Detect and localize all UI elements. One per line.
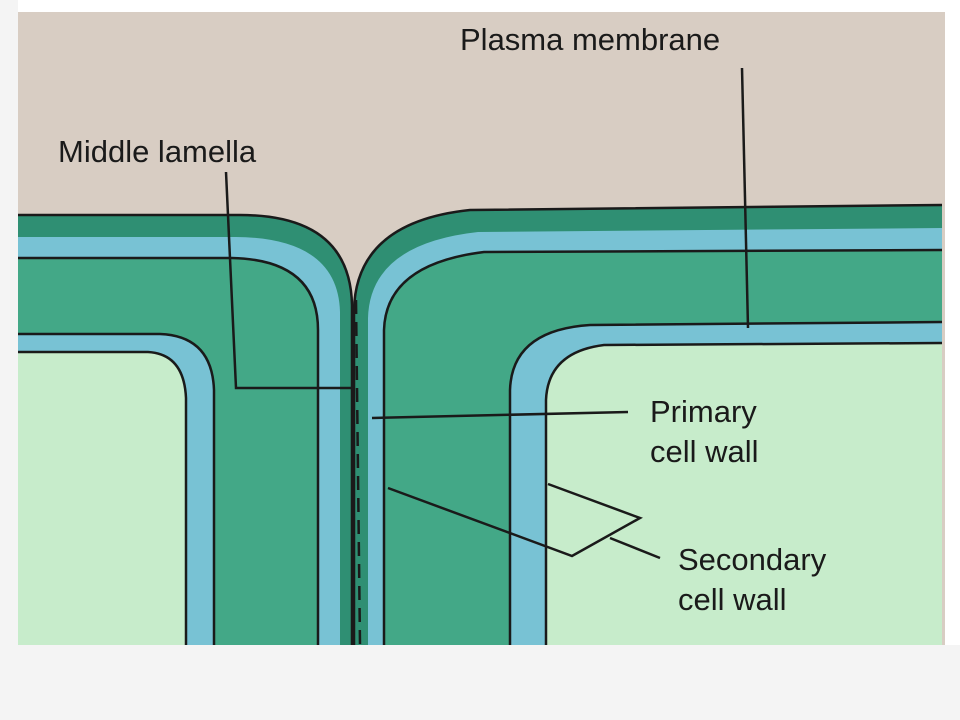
leader-lines — [224, 67, 750, 560]
left-strip — [0, 0, 18, 720]
right-cytoplasm — [546, 343, 942, 645]
primary-wall-label-line1: Primary — [650, 394, 757, 429]
plasma-membrane-leader — [740, 67, 750, 329]
secondary-wall-leader-b — [609, 536, 661, 560]
middle-lamella-leader — [224, 171, 355, 390]
secondary-wall-label-line1: Secondary — [678, 542, 827, 577]
wall-outlines — [18, 203, 943, 645]
left-cytoplasm — [18, 352, 186, 645]
secondary-wall-label-line2: cell wall — [678, 582, 787, 617]
bottom-strip — [0, 645, 960, 720]
primary-wall-label-line2: cell wall — [650, 434, 759, 469]
plasma-membrane-label: Plasma membrane — [460, 22, 720, 57]
primary-wall-leader — [371, 410, 629, 420]
middle-lamella-dashes — [354, 299, 362, 646]
secondary-wall-leader-a — [387, 482, 643, 558]
middle-lamella-label: Middle lamella — [58, 134, 257, 169]
